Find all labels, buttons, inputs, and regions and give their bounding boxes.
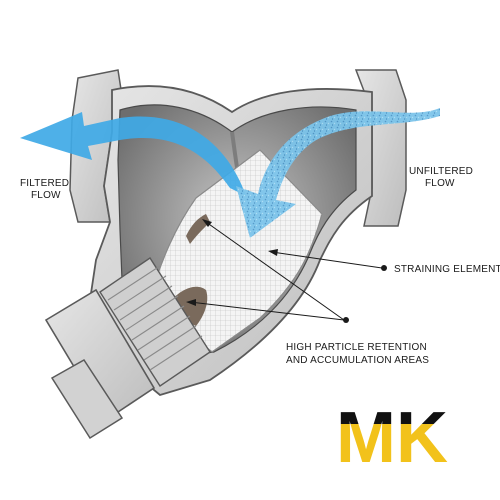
leader-lines (189, 221, 383, 321)
unfiltered-flow-label-line2: FLOW (425, 178, 455, 189)
filtered-flow-label-line2: FLOW (31, 190, 61, 201)
unfiltered-flow-label-line1: UNFILTERED (409, 166, 473, 177)
cap-threads (99, 257, 211, 387)
retention-label-line2: AND ACCUMULATION AREAS (286, 355, 429, 366)
debris-lower (172, 286, 208, 326)
straining-element-label: STRAINING ELEMENT (394, 264, 500, 275)
arrowhead-retention-lower (186, 299, 196, 306)
retention-pointer-dot (343, 317, 349, 323)
threaded-cap (44, 257, 211, 440)
filtered-flow-label-line1: FILTERED (20, 178, 69, 189)
svg-text:MK: MK (336, 398, 448, 478)
unfiltered-flow-arrow (236, 108, 440, 238)
retention-label-line1: HIGH PARTICLE RETENTION (286, 342, 427, 353)
straining-pointer-dot (381, 265, 387, 271)
filtered-flow-arrow (20, 112, 246, 196)
mk-logo: MK MK (336, 398, 448, 478)
arrowhead-retention-upper (202, 219, 212, 227)
drain-plug (50, 359, 124, 440)
arrowhead-straining (268, 249, 278, 256)
svg-text:MK: MK (336, 398, 448, 478)
